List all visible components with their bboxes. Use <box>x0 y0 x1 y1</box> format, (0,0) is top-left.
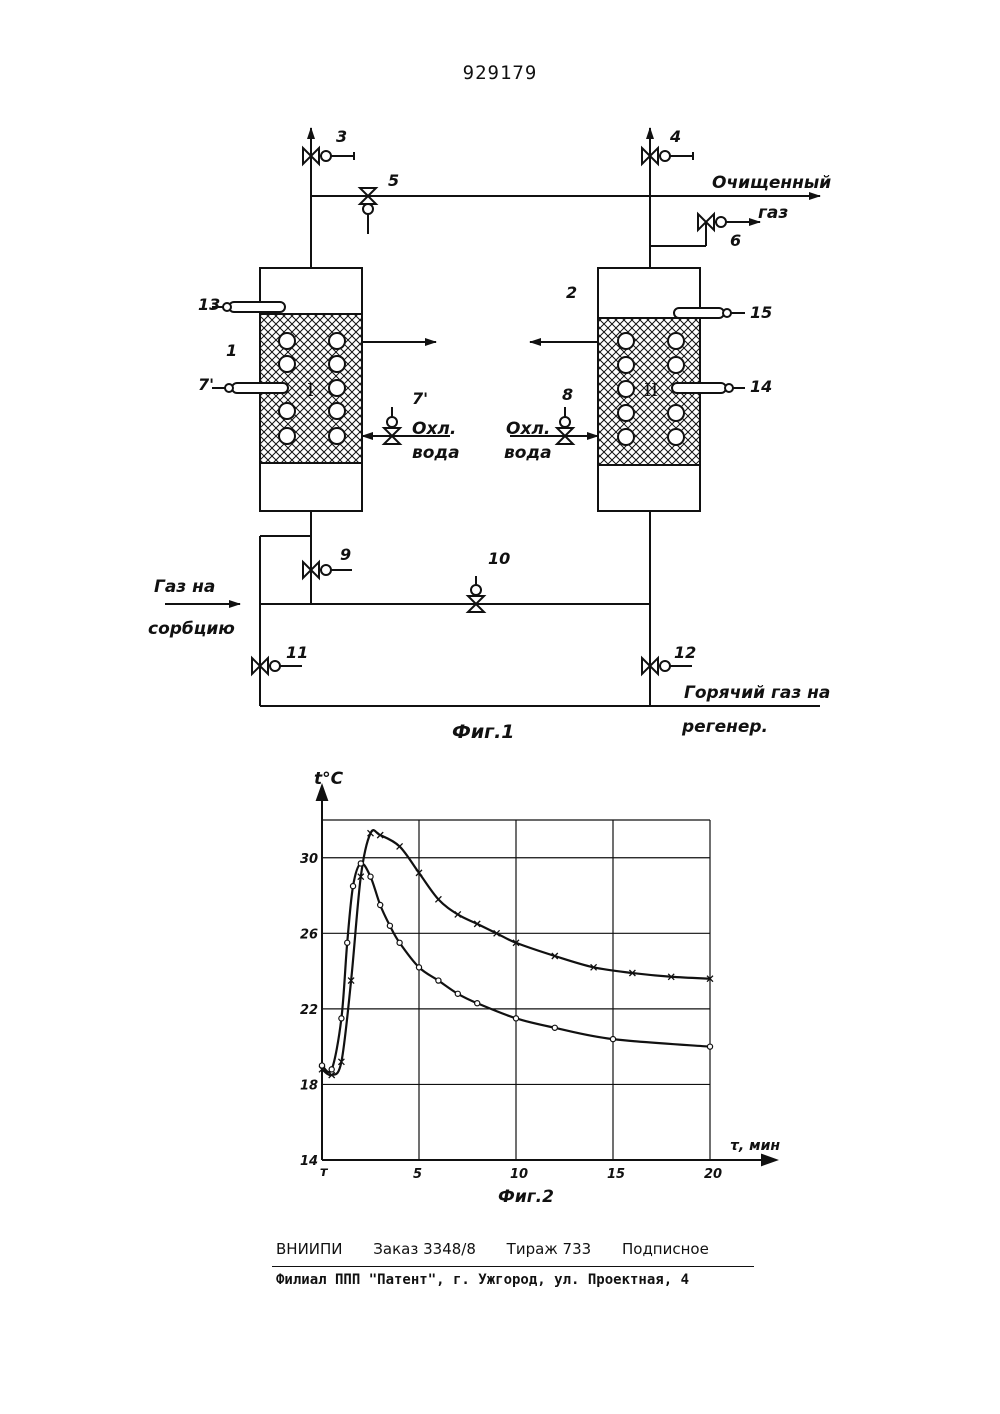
roman-II: II <box>644 380 658 401</box>
gas-in-label-1: Газ на <box>154 577 215 597</box>
valve-6 <box>698 214 742 230</box>
nozzle-7a <box>232 383 288 393</box>
fig1-diagram: 3 4 5 6 13 1 7' 7' 2 15 14 8 9 10 11 12 … <box>0 0 1000 760</box>
data-point-circle <box>436 978 441 983</box>
nozzle-13 <box>229 302 285 312</box>
fig1-caption: Фиг.1 <box>452 721 515 743</box>
footer-order: Заказ 3348/8 <box>373 1240 476 1258</box>
label-4: 4 <box>669 127 681 146</box>
y-axis-label: t°C <box>314 769 344 789</box>
cooling-water-label-2b: вода <box>504 443 552 463</box>
label-15: 15 <box>750 303 772 322</box>
data-point-circle <box>378 902 383 907</box>
hot-gas-label-1: Горячий газ на <box>684 683 830 703</box>
footer-subscription: Подписное <box>622 1240 709 1258</box>
label-1: 1 <box>226 341 237 360</box>
data-point-circle <box>513 1016 518 1021</box>
y-tick-label: 30 <box>300 852 318 867</box>
label-6: 6 <box>730 231 741 250</box>
roman-I: I <box>307 380 314 401</box>
data-point-circle <box>329 1067 334 1072</box>
data-point-circle <box>368 874 373 879</box>
x-tick-label: 15 <box>607 1167 625 1182</box>
valve-7 <box>384 407 400 444</box>
nozzle-14 <box>672 383 726 393</box>
data-point-circle <box>552 1025 557 1030</box>
chart-title: Фиг.2 <box>498 1187 554 1207</box>
valve-8 <box>557 407 573 444</box>
label-5: 5 <box>388 171 399 190</box>
x-tick-label: 10 <box>510 1167 528 1182</box>
data-point-cross <box>397 843 403 849</box>
label-3: 3 <box>336 127 347 146</box>
nozzle-15 <box>674 308 724 318</box>
cooling-water-label-1b: вода <box>412 443 460 463</box>
data-point-circle <box>345 940 350 945</box>
valve-10 <box>468 576 484 612</box>
y-tick-label: 26 <box>300 927 318 942</box>
y-tick-label: 18 <box>300 1078 318 1093</box>
label-2: 2 <box>566 283 577 302</box>
data-point-circle <box>387 923 392 928</box>
fig2-chart: 5 10 15 20 т14 18 22 26 30 t°C τ, мин Фиг.2 <box>0 760 1000 1220</box>
x-tick-label-origin: т <box>320 1165 329 1180</box>
label-7a: 7' <box>198 375 214 394</box>
clean-gas-label-2: газ <box>758 203 788 223</box>
footer-org: ВНИИПИ <box>276 1240 343 1258</box>
data-point-circle <box>350 884 355 889</box>
data-point-circle <box>339 1016 344 1021</box>
data-point-circle <box>610 1037 615 1042</box>
data-point-circle <box>358 861 363 866</box>
footer-imprint: ВНИИПИ Заказ 3348/8 Тираж 733 Подписное <box>276 1240 735 1258</box>
data-point-cross <box>435 896 441 902</box>
clean-gas-label-1: Очищенный <box>712 173 831 193</box>
valve-5 <box>360 188 376 234</box>
label-10: 10 <box>488 549 510 568</box>
y-tick-label: 22 <box>300 1003 318 1018</box>
data-point-circle <box>475 1001 480 1006</box>
x-tick-label: 5 <box>413 1167 422 1182</box>
label-7b: 7' <box>412 389 428 408</box>
label-14: 14 <box>750 377 772 396</box>
label-11: 11 <box>286 643 308 662</box>
label-8: 8 <box>562 385 573 404</box>
data-point-circle <box>455 991 460 996</box>
y-tick-label: 14 <box>300 1154 318 1169</box>
x-axis-label: τ, мин <box>730 1138 780 1154</box>
gas-in-label-2: сорбцию <box>148 619 235 639</box>
data-point-circle <box>707 1044 712 1049</box>
footer-divider <box>272 1266 754 1267</box>
data-point-circle <box>397 940 402 945</box>
label-9: 9 <box>340 545 351 564</box>
x-axis-arrow <box>762 1155 776 1165</box>
data-point-circle <box>416 965 421 970</box>
footer-circulation: Тираж 733 <box>507 1240 592 1258</box>
data-point-circle <box>319 1063 324 1068</box>
label-13: 13 <box>198 295 220 314</box>
cooling-water-label-1a: Охл. <box>412 419 456 439</box>
hot-gas-label-2: регенер. <box>681 717 768 737</box>
footer-address: Филиал ППП "Патент", г. Ужгород, ул. Про… <box>276 1272 689 1288</box>
cooling-water-label-2a: Охл. <box>506 419 550 439</box>
x-tick-label: 20 <box>704 1167 722 1182</box>
label-12: 12 <box>674 643 696 662</box>
